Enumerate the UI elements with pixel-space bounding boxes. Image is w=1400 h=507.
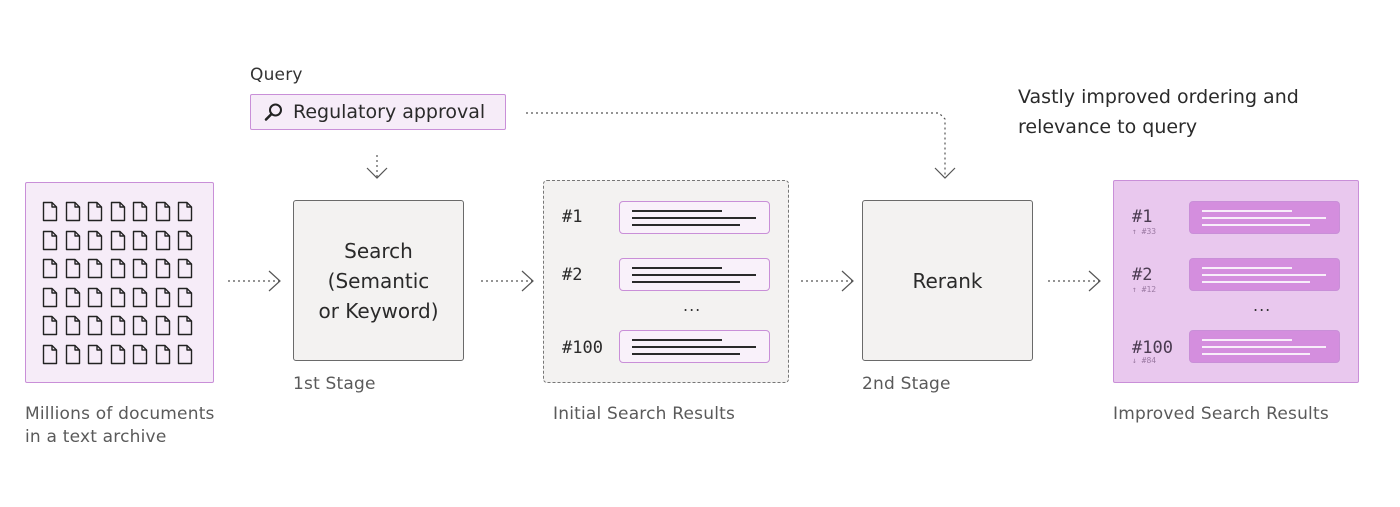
document-icon xyxy=(177,258,193,279)
document-icon xyxy=(42,287,58,307)
annotation: Vastly improved ordering and relevance t… xyxy=(1018,82,1299,142)
document-icon xyxy=(177,344,193,364)
previous-rank-100: ↓ #84 xyxy=(1132,356,1157,365)
search-stage-text: Search (Semantic or Keyword) xyxy=(318,238,439,323)
document-icon xyxy=(110,258,125,279)
query-box: Regulatory approval xyxy=(250,94,506,130)
improved-result-card-1 xyxy=(1189,201,1340,234)
document-icon xyxy=(110,344,125,364)
improved-ellipsis: ... xyxy=(1253,296,1272,315)
magnifier-icon xyxy=(264,103,282,121)
stage2-label: 2nd Stage xyxy=(862,374,951,394)
document-icon xyxy=(110,201,125,222)
initial-result-card-100 xyxy=(619,330,770,363)
initial-results-caption: Initial Search Results xyxy=(553,404,736,424)
improved-result-card-2 xyxy=(1189,258,1340,291)
document-icon xyxy=(42,315,58,336)
query-title: Query xyxy=(250,65,303,85)
documents-caption-line-2: in a text archive xyxy=(25,427,167,447)
initial-result-card-2 xyxy=(619,258,770,291)
document-icon xyxy=(87,201,103,222)
document-icon xyxy=(42,230,58,250)
annotation-line-2: relevance to query xyxy=(1018,116,1198,138)
document-icon xyxy=(65,230,80,250)
rerank-stage-text: Rerank xyxy=(912,268,983,293)
improved-rank-1: #1 xyxy=(1132,207,1153,227)
improved-results-caption: Improved Search Results xyxy=(1113,404,1329,424)
document-icon xyxy=(155,315,170,336)
document-icon xyxy=(132,258,148,279)
documents-caption-line-1: Millions of documents xyxy=(25,404,215,424)
document-icon xyxy=(65,344,80,364)
document-icon xyxy=(132,315,148,336)
improved-rank-100: #100 xyxy=(1132,338,1173,358)
previous-rank-1: ↑ #33 xyxy=(1132,227,1157,236)
document-icon xyxy=(42,344,58,364)
document-icon xyxy=(110,287,125,307)
document-icon xyxy=(132,230,148,250)
query-text: Regulatory approval xyxy=(293,101,486,123)
document-icon xyxy=(65,287,80,307)
documents-caption: Millions of documents in a text archive xyxy=(25,403,215,449)
document-icon xyxy=(42,201,58,222)
document-icon xyxy=(132,287,148,307)
document-grid xyxy=(42,201,193,365)
improved-results-panel: #1 ↑ #33 #2 ↑ #12 ... #100 ↓ #84 xyxy=(1113,180,1359,383)
document-icon xyxy=(42,258,58,279)
initial-ellipsis: ... xyxy=(683,296,702,315)
document-icon xyxy=(177,201,193,222)
document-icon xyxy=(132,201,148,222)
document-icon xyxy=(65,315,80,336)
document-icon xyxy=(87,287,103,307)
document-icon xyxy=(87,230,103,250)
annotation-line-1: Vastly improved ordering and xyxy=(1018,86,1299,108)
improved-result-card-100 xyxy=(1189,330,1340,363)
document-icon xyxy=(177,230,193,250)
document-archive xyxy=(25,182,214,383)
initial-rank-2: #2 xyxy=(562,265,583,285)
document-icon xyxy=(110,315,125,336)
improved-rank-2: #2 xyxy=(1132,265,1153,285)
document-icon xyxy=(155,201,170,222)
rerank-stage-box: Rerank xyxy=(862,200,1033,361)
initial-rank-100: #100 xyxy=(562,338,603,358)
document-icon xyxy=(155,344,170,364)
search-stage-box: Search (Semantic or Keyword) xyxy=(293,200,464,361)
document-icon xyxy=(177,287,193,307)
document-icon xyxy=(155,258,170,279)
document-icon xyxy=(65,201,80,222)
document-icon xyxy=(177,315,193,336)
initial-result-card-1 xyxy=(619,201,770,234)
document-icon xyxy=(155,230,170,250)
stage1-label: 1st Stage xyxy=(293,374,376,394)
document-icon xyxy=(155,287,170,307)
initial-results-panel: #1 #2 ... #100 xyxy=(543,180,789,383)
document-icon xyxy=(110,230,125,250)
document-icon xyxy=(87,258,103,279)
initial-rank-1: #1 xyxy=(562,207,583,227)
document-icon xyxy=(132,344,148,364)
document-icon xyxy=(87,344,103,364)
previous-rank-2: ↑ #12 xyxy=(1132,285,1157,294)
document-icon xyxy=(65,258,80,279)
document-icon xyxy=(87,315,103,336)
